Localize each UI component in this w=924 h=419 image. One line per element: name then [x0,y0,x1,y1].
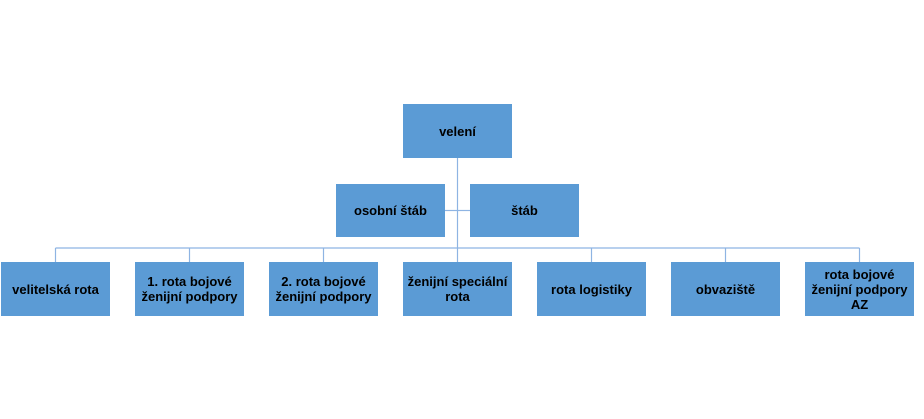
org-node-label: velení [439,123,476,139]
org-node-unit-command-company: velitelská rota [1,262,110,316]
org-node-label: velitelská rota [12,281,99,297]
org-node-unit-2nd-combat-engineer-company: 2. rota bojové ženijní podpory [269,262,378,316]
org-node-personal-staff: osobní štáb [336,184,445,237]
org-node-unit-special-engineer-company: ženijní speciální rota [403,262,512,316]
org-node-unit-combat-engineer-company-az: rota bojové ženijní podpory AZ [805,262,914,316]
org-node-label: ženijní speciální rota [407,274,508,304]
org-node-unit-aid-station: obvaziště [671,262,780,316]
org-node-label: rota bojové ženijní podpory AZ [811,266,908,312]
org-node-label: obvaziště [695,281,756,297]
org-node-label: 2. rota bojové ženijní podpory [275,274,372,304]
org-node-unit-logistics-company: rota logistiky [537,262,646,316]
org-node-label: osobní štáb [354,203,427,218]
org-node-label: štáb [511,203,538,218]
org-node-command: velení [403,104,512,158]
org-node-label: rota logistiky [551,281,632,297]
org-node-staff: štáb [470,184,579,237]
org-node-unit-1st-combat-engineer-company: 1. rota bojové ženijní podpory [135,262,244,316]
org-node-label: 1. rota bojové ženijní podpory [141,274,238,304]
